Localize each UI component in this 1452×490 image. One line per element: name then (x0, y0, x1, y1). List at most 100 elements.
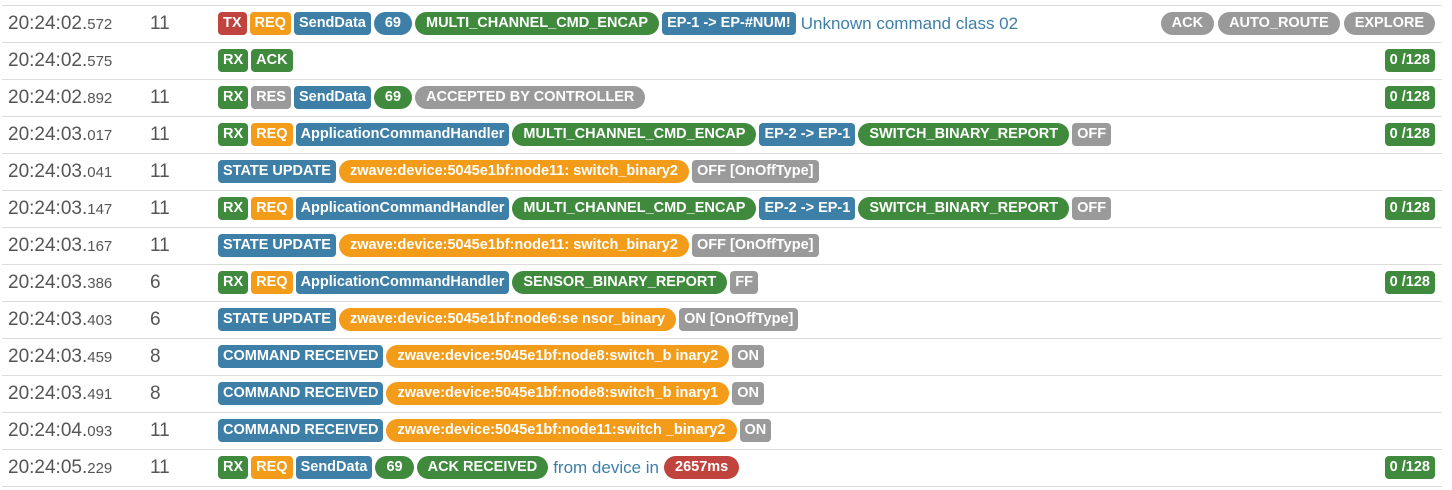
node-id: 11 (150, 161, 170, 182)
node-id: 11 (150, 124, 170, 145)
badge-applicationcommandhandler: ApplicationCommandHandler (295, 271, 510, 294)
badge-zwave-device-5045e1bf-node6-se-nsor-binary: zwave:device:5045e1bf:node6:se nsor_bina… (338, 308, 677, 331)
status-badge-explore: EXPLORE (1343, 12, 1435, 35)
badge-res: RES (251, 86, 291, 109)
badge-req: REQ (251, 456, 293, 479)
status-badge-0-128: 0 /128 (1384, 456, 1435, 479)
badge-senddata: SendData (293, 12, 371, 35)
badge-sensor-binary-report: SENSOR_BINARY_REPORT (512, 271, 728, 294)
badge-rx: RX (218, 197, 249, 220)
badge-69: 69 (373, 86, 413, 109)
badge-command-received: COMMAND RECEIVED (218, 382, 384, 405)
timestamp-ms: 167 (87, 238, 113, 255)
badge-rx: RX (218, 86, 249, 109)
badge-ep-1-ep-num: EP-1 -> EP-#NUM! (662, 12, 796, 35)
badge-switch-binary-report: SWITCH_BINARY_REPORT (858, 197, 1070, 220)
node-id: 6 (150, 309, 161, 330)
timestamp: 20:24:03.459 (8, 346, 112, 368)
badge-ack-received: ACK RECEIVED (416, 456, 549, 479)
status-badge-0-128: 0 /128 (1384, 197, 1435, 220)
status-badge-0-128: 0 /128 (1384, 123, 1435, 146)
status-badges: 0 /128 (1384, 123, 1435, 146)
badge-ep-2-ep-1: EP-2 -> EP-1 (759, 197, 856, 220)
badge-on-onofftype: ON [OnOffType] (679, 308, 799, 331)
badge-tx: TX (218, 12, 247, 35)
badge-state-update: STATE UPDATE (218, 308, 336, 331)
badge-zwave-device-5045e1bf-node11-switch-binary2: zwave:device:5045e1bf:node11:switch _bin… (386, 419, 737, 442)
badge-69: 69 (373, 12, 412, 35)
status-badge-0-128: 0 /128 (1384, 49, 1435, 72)
timestamp: 20:24:03.491 (8, 383, 112, 405)
timestamp: 20:24:03.386 (8, 272, 112, 294)
timestamp-ms: 572 (87, 16, 113, 33)
timestamp-ms: 491 (87, 386, 113, 403)
timestamp-hms: 20:24:02. (8, 50, 88, 71)
timestamp: 20:24:03.403 (8, 309, 112, 331)
timestamp-hms: 20:24:03. (8, 346, 88, 367)
timestamp: 20:24:02.572 (8, 13, 112, 35)
timestamp-ms: 459 (87, 349, 113, 366)
badge-ff: FF (730, 271, 758, 294)
badge-zwave-device-5045e1bf-node11-switch-binary2: zwave:device:5045e1bf:node11: switch_bin… (338, 234, 689, 257)
timestamp: 20:24:05.229 (8, 457, 112, 479)
badge-state-update: STATE UPDATE (218, 160, 336, 183)
badge-command-received: COMMAND RECEIVED (218, 419, 384, 442)
timestamp-ms: 892 (87, 90, 113, 107)
badge-rx: RX (218, 456, 249, 479)
badge-multi-channel-cmd-encap: MULTI_CHANNEL_CMD_ENCAP (414, 12, 660, 35)
badge-accepted-by-controller: ACCEPTED BY CONTROLLER (415, 86, 646, 109)
timestamp-hms: 20:24:02. (8, 13, 88, 34)
badge-req: REQ (251, 197, 293, 220)
timestamp: 20:24:03.041 (8, 161, 112, 183)
badge-multi-channel-cmd-encap: MULTI_CHANNEL_CMD_ENCAP (512, 123, 757, 146)
status-badge-0-128: 0 /128 (1384, 86, 1435, 109)
timestamp-ms: 386 (87, 275, 113, 292)
badge-on: ON (739, 419, 772, 442)
timestamp-hms: 20:24:03. (8, 161, 88, 182)
timestamp-hms: 20:24:03. (8, 235, 88, 256)
timestamp-hms: 20:24:03. (8, 309, 88, 330)
badge-on: ON (732, 382, 764, 405)
badge-req: REQ (249, 12, 291, 35)
status-badges: 0 /128 (1384, 271, 1435, 294)
badge-zwave-device-5045e1bf-node8-switch-b-inary1: zwave:device:5045e1bf:node8:switch_b ina… (386, 382, 730, 405)
timestamp: 20:24:03.017 (8, 124, 112, 146)
status-badges: 0 /128 (1384, 197, 1435, 220)
node-id: 6 (150, 272, 161, 293)
badge-ep-2-ep-1: EP-2 -> EP-1 (759, 123, 856, 146)
node-id: 8 (150, 383, 161, 404)
timestamp-hms: 20:24:03. (8, 124, 88, 145)
timestamp: 20:24:03.147 (8, 198, 112, 220)
timestamp: 20:24:02.892 (8, 87, 112, 109)
badge-zwave-device-5045e1bf-node11-switch-binary2: zwave:device:5045e1bf:node11: switch_bin… (338, 160, 689, 183)
timestamp-hms: 20:24:02. (8, 87, 88, 108)
timestamp-hms: 20:24:03. (8, 383, 88, 404)
timestamp: 20:24:02.575 (8, 50, 112, 72)
timestamp-ms: 147 (87, 201, 113, 218)
badge-applicationcommandhandler: ApplicationCommandHandler (295, 123, 510, 146)
node-id: 11 (150, 420, 170, 441)
badge-req: REQ (251, 123, 293, 146)
status-badge-0-128: 0 /128 (1384, 271, 1435, 294)
badge-rx: RX (218, 271, 249, 294)
badge-switch-binary-report: SWITCH_BINARY_REPORT (858, 123, 1070, 146)
